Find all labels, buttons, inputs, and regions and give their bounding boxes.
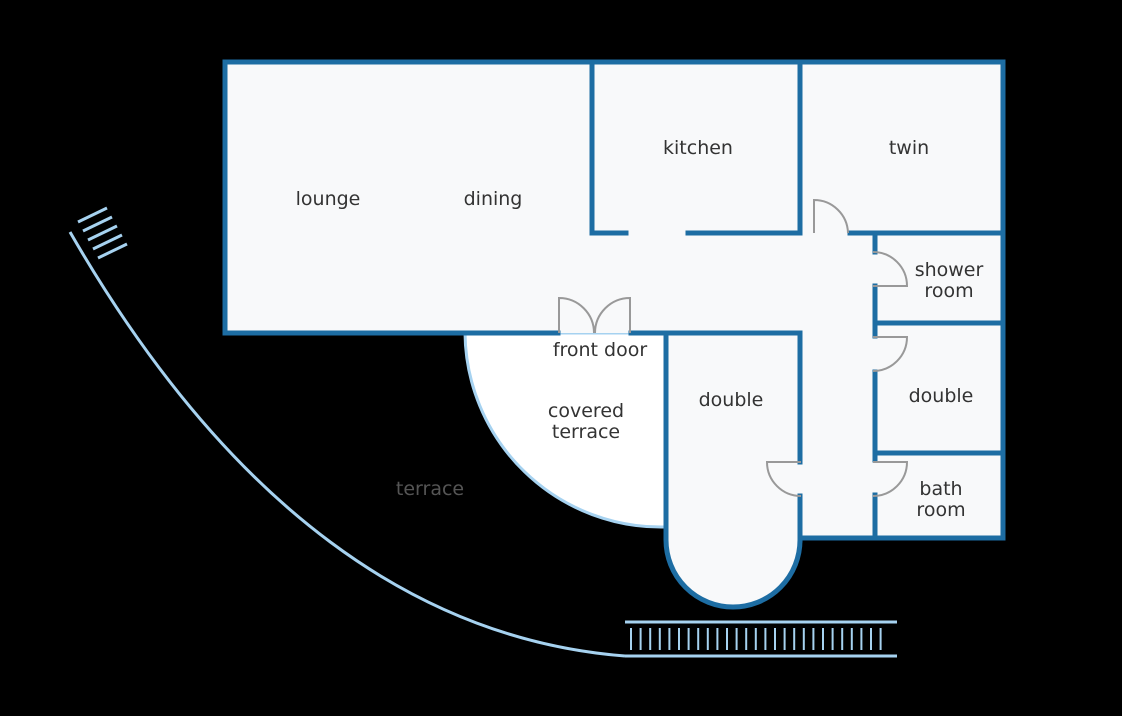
terrace-step (87, 224, 118, 242)
label-front-door: front door (553, 339, 648, 361)
shower-room-door-icon (872, 251, 909, 287)
bath-room-door-icon (872, 461, 909, 497)
label-twin: twin (889, 137, 929, 159)
label-terrace: terrace (396, 478, 464, 500)
covered-terrace-area (463, 331, 667, 529)
right-rooms-wall (872, 230, 1006, 541)
front-door-right-leaf-icon (594, 296, 631, 334)
front-door-left-leaf-icon (558, 296, 595, 334)
label-double-right: double (909, 385, 974, 407)
label-bath-room-line2: room (916, 499, 965, 521)
terrace-steps-bottom (630, 628, 882, 650)
label-bath-room-line1: bath (919, 478, 962, 500)
floor-area (225, 62, 1003, 607)
terrace-step (97, 242, 128, 260)
double-right-door-icon (872, 336, 909, 372)
twin-door-icon (813, 198, 849, 234)
terrace-step (92, 233, 123, 251)
double-center-door-icon (765, 461, 802, 497)
label-double-center: double (699, 389, 764, 411)
label-shower-room-line2: room (924, 280, 973, 302)
label-covered-terrace-line2: terrace (552, 421, 620, 443)
terrace-step (77, 206, 108, 224)
terrace-step (82, 215, 113, 233)
label-dining: dining (464, 188, 523, 210)
doors (558, 198, 909, 497)
terrace-steps-left (77, 206, 128, 260)
walls (222, 59, 1006, 610)
label-kitchen: kitchen (663, 137, 733, 159)
label-lounge: lounge (296, 188, 361, 210)
label-covered-terrace-line1: covered (548, 400, 624, 422)
label-shower-room-line1: shower (915, 259, 984, 281)
terrace-boundary-curve (68, 231, 626, 658)
room-labels: lounge dining kitchen twin shower room d… (296, 137, 984, 521)
